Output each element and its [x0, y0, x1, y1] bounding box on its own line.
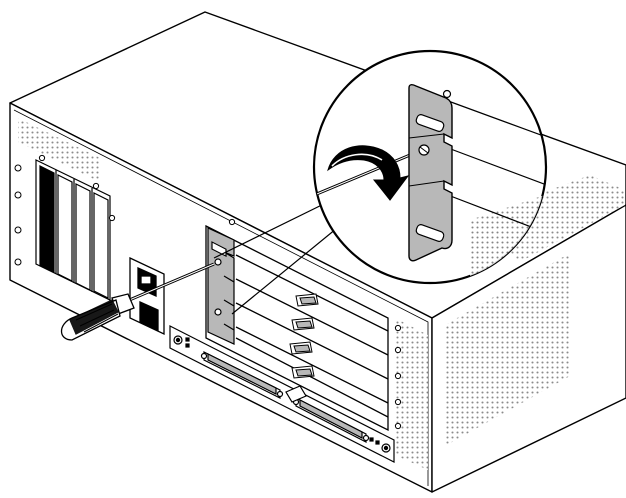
io-panel — [169, 325, 395, 463]
power-connector — [129, 256, 165, 336]
magnified-inset — [312, 49, 548, 285]
rear-card-bays — [35, 159, 111, 301]
slot-bracket-stack — [207, 227, 235, 345]
magnifier-leader-lines — [213, 197, 343, 315]
front-screws — [14, 154, 402, 430]
side-vent — [445, 253, 570, 446]
screwdriver — [60, 262, 215, 341]
slot-brackets — [207, 227, 235, 345]
front-vent-lower-right — [395, 318, 428, 470]
card-connectors — [289, 293, 319, 379]
ventilation-grilles — [18, 118, 625, 470]
rotate-counterclockwise-arrow-icon — [327, 145, 410, 201]
front-vent-upper-left — [18, 118, 100, 182]
